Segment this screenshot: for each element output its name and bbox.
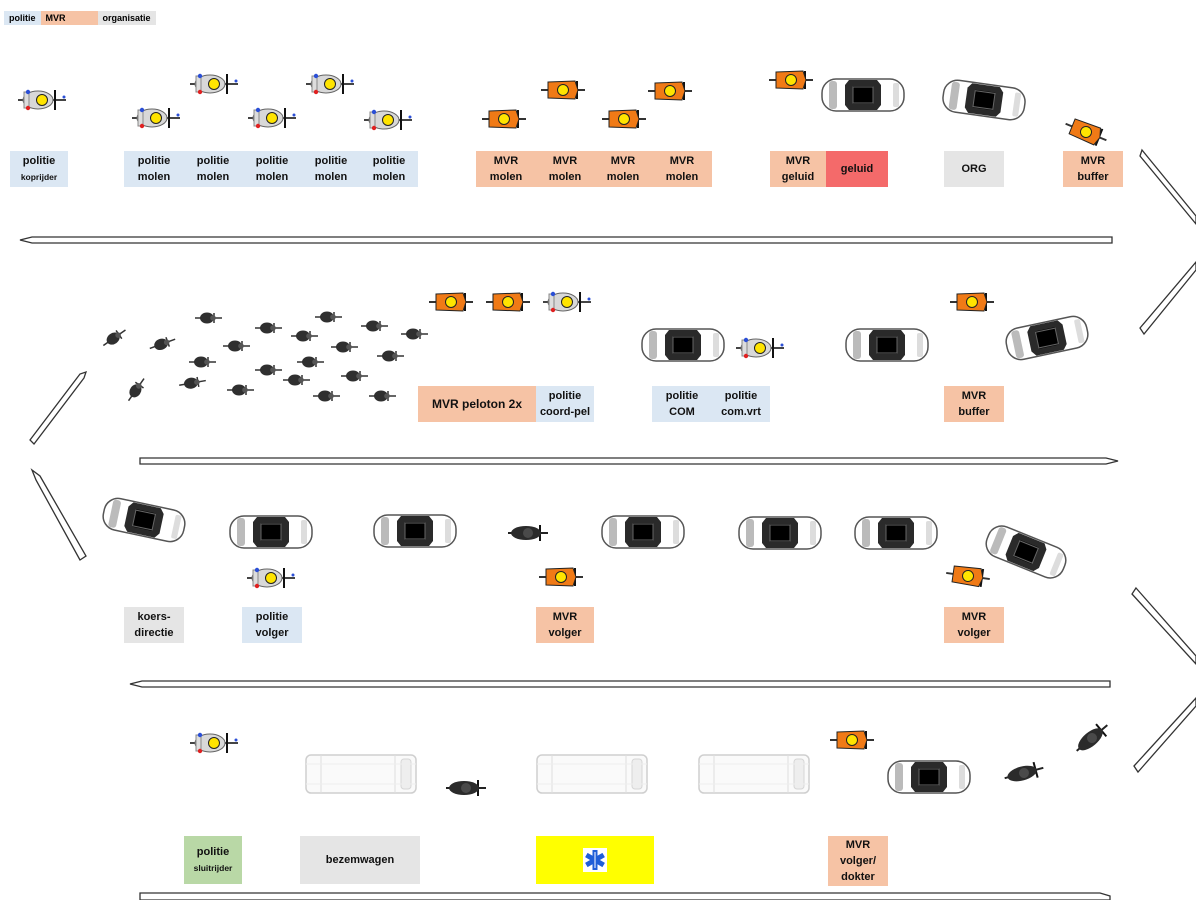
label-org: ORG	[944, 151, 1004, 187]
car	[1002, 313, 1092, 363]
mvr-motorbike	[949, 292, 995, 312]
route-arrow-row1	[19, 236, 1113, 244]
label-ambulance	[536, 836, 654, 884]
turn-connector	[29, 148, 1196, 774]
politie-motorbike	[247, 106, 297, 130]
car	[854, 516, 938, 550]
car	[738, 516, 822, 550]
car	[373, 514, 457, 548]
label-geluid: geluid	[826, 151, 888, 187]
motorbike	[1070, 718, 1114, 758]
politie-motorbike	[189, 72, 239, 96]
label-koersdirectie: koers-directie	[124, 607, 184, 643]
mvr-motorbike	[481, 109, 527, 129]
motorbike	[445, 779, 487, 797]
mvr-motorbike	[829, 730, 875, 750]
mvr-motorbike	[1061, 114, 1111, 150]
legend-politie: politie	[4, 11, 41, 25]
car	[981, 521, 1071, 583]
legend-mvr: MVR	[40, 11, 98, 25]
label-bezemwagen: bezemwagen	[300, 836, 420, 884]
van	[536, 754, 648, 794]
van	[698, 754, 810, 794]
mvr-motorbike	[943, 563, 993, 589]
mvr-motorbike	[540, 80, 586, 100]
politie-motorbike	[735, 336, 785, 360]
car	[845, 328, 929, 362]
car	[641, 328, 725, 362]
politie-motorbike	[131, 106, 181, 130]
van	[305, 754, 417, 794]
politie-motorbike	[17, 88, 67, 112]
motorbike	[507, 524, 549, 542]
car	[229, 515, 313, 549]
mvr-motorbike	[538, 567, 584, 587]
mvr-motorbike	[647, 81, 693, 101]
politie-motorbike	[189, 731, 239, 755]
motorbike	[1001, 759, 1047, 787]
mvr-motorbike	[768, 70, 814, 90]
legend-organisatie: organisatie	[97, 11, 156, 25]
route-arrow-row2	[139, 457, 1119, 465]
car	[887, 760, 971, 794]
car	[99, 495, 189, 545]
route-arrow-row4	[139, 892, 1111, 900]
mvr-motorbike	[485, 292, 531, 312]
legend: politie MVR organisatie	[4, 11, 156, 25]
car	[601, 515, 685, 549]
politie-motorbike	[363, 108, 413, 132]
car	[821, 78, 905, 112]
politie-motorbike	[246, 566, 296, 590]
mvr-motorbike	[601, 109, 647, 129]
car	[940, 77, 1028, 123]
politie-motorbike	[305, 72, 355, 96]
mvr-motorbike	[428, 292, 474, 312]
peloton	[99, 310, 429, 405]
route-arrow-row3	[129, 680, 1111, 688]
label-mvr-peloton: MVR peloton 2x	[418, 386, 536, 422]
politie-motorbike	[542, 290, 592, 314]
star-of-life-icon	[583, 848, 607, 872]
